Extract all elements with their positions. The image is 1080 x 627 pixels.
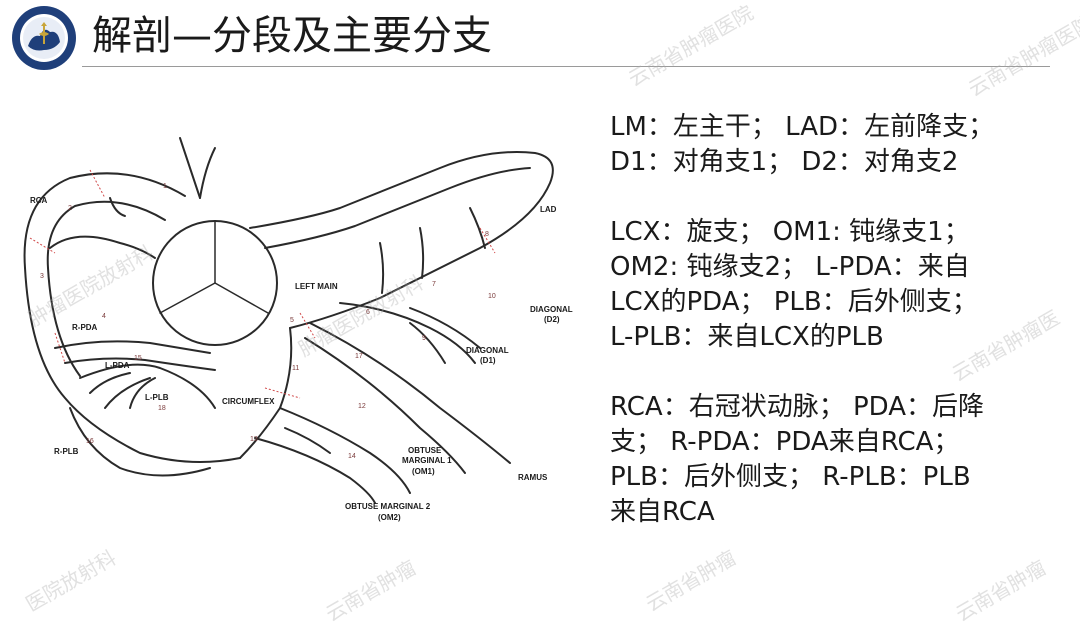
label-l-plb: L-PLB (145, 393, 169, 402)
label-diagonal-d2-code: (D2) (544, 315, 560, 324)
segment-number: 3 (40, 273, 44, 280)
segment-number: 13 (250, 436, 258, 443)
watermark: 云南省肿瘤 (321, 555, 421, 627)
label-r-pda: R-PDA (72, 323, 98, 332)
watermark: 医院放射科 (21, 545, 121, 617)
label-om2-a: OBTUSE MARGINAL 2 (345, 502, 431, 511)
label-lad: LAD (540, 205, 557, 214)
legend-line: LCX的PDA； PLB：后外侧支； (610, 287, 978, 317)
segment-number: 11 (292, 365, 299, 372)
watermark: 云南省肿瘤医院 (964, 10, 1080, 102)
label-om1-a: OBTUSE (408, 446, 442, 455)
watermark: 云南省肿瘤 (641, 545, 741, 617)
legend-line: RCA：右冠状动脉； PDA：后降 (610, 392, 985, 422)
segment-number: 7 (432, 281, 436, 288)
segment-number: 8 (485, 231, 489, 238)
abbreviation-legend: LM：左主干； LAD：左前降支； D1：对角支1； D2：对角支2 LCX：旋… (610, 110, 1060, 530)
page-title: 解剖—分段及主要分支 (92, 13, 492, 59)
legend-line: LM：左主干； LAD：左前降支； (610, 112, 995, 142)
segment-number: 6 (366, 309, 370, 316)
legend-line: PLB：后外侧支； R-PLB：PLB (610, 462, 971, 492)
coronary-artery-diagram: RCA LAD LEFT MAIN DIAGONAL (D2) DIAGONAL… (10, 108, 600, 548)
segment-number: 5 (290, 317, 294, 324)
watermark: 云南省肿瘤 (951, 555, 1051, 627)
label-om2-b: (OM2) (378, 513, 401, 522)
segment-number: 16 (86, 438, 94, 445)
title-divider (82, 66, 1050, 67)
label-rca: RCA (30, 196, 48, 205)
segment-number: 15 (134, 355, 142, 362)
segment-number: 1 (163, 183, 167, 190)
label-om1-b: MARGINAL 1 (402, 456, 452, 465)
label-r-plb: R-PLB (54, 447, 79, 456)
segment-number: 4 (102, 313, 106, 320)
watermark: 云南省肿瘤医院 (624, 0, 758, 92)
legend-line: LCX：旋支； OM1: 钝缘支1； (610, 217, 970, 247)
label-circumflex: CIRCUMFLEX (222, 397, 275, 406)
label-l-pda: L-PDA (105, 361, 130, 370)
segment-number: 12 (358, 403, 366, 410)
segment-number: 17 (355, 353, 363, 360)
label-om1-c: (OM1) (412, 467, 435, 476)
segment-number: 9 (422, 335, 426, 342)
segment-number: 10 (488, 293, 496, 300)
label-diagonal-d1-code: (D1) (480, 356, 496, 365)
segment-number: 18 (158, 405, 166, 412)
legend-line: OM2: 钝缘支2； L-PDA：来自 (610, 252, 970, 282)
legend-line: D1：对角支1； D2：对角支2 (610, 147, 959, 177)
label-left-main: LEFT MAIN (295, 282, 338, 291)
legend-line: 支； R-PDA：PDA来自RCA； (610, 427, 960, 457)
label-diagonal-d1: DIAGONAL (466, 346, 509, 355)
segment-number: 2 (68, 205, 72, 212)
legend-line: 来自RCA (610, 497, 715, 527)
legend-line: L-PLB：来自LCX的PLB (610, 322, 884, 352)
label-ramus: RAMUS (518, 473, 548, 482)
label-diagonal-d2: DIAGONAL (530, 305, 573, 314)
segment-number: 14 (348, 453, 356, 460)
hospital-logo (10, 4, 78, 72)
